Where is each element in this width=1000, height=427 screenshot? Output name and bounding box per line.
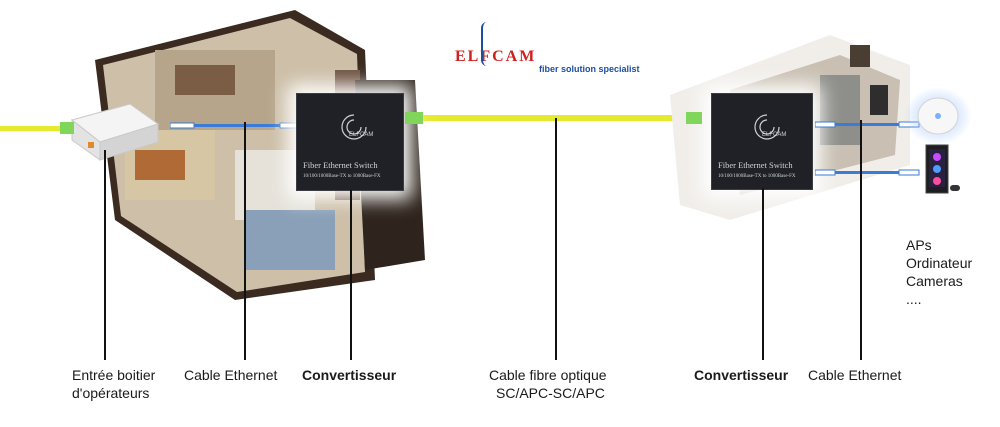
label-converter-left: Convertisseur — [302, 367, 397, 383]
house-left — [95, 10, 465, 300]
fiber-connector-left — [405, 112, 423, 124]
leader-cable-ethernet-left — [244, 122, 246, 360]
computer-icon — [922, 143, 962, 198]
converter-brand: ELFCAM — [762, 132, 787, 138]
label-fiber-cable-line1: Cable fibre optique — [489, 367, 607, 383]
label-cable-ethernet-right: Cable Ethernet — [808, 367, 902, 383]
device-aps: APs — [906, 237, 932, 253]
converter-left: ELFCAM Fiber Ethernet Switch 10/100/1000… — [296, 93, 404, 191]
converter-logo-icon — [341, 114, 367, 140]
converter-right: ELFCAM Fiber Ethernet Switch 10/100/1000… — [711, 93, 813, 190]
leader-converter-left — [350, 190, 352, 360]
device-more: .... — [906, 291, 922, 307]
label-fiber-cable-line2: SC/APC-SC/APC — [496, 385, 605, 401]
access-point-icon — [903, 86, 973, 146]
label-operator-box-line2: d'opérateurs — [72, 385, 150, 401]
logo-tagline: fiber solution specialist — [539, 64, 640, 74]
label-cable-ethernet-left: Cable Ethernet — [184, 367, 278, 383]
fiber-connector-right — [686, 112, 702, 124]
device-cameras: Cameras — [906, 273, 963, 289]
logo-brand: ELFCAM — [455, 48, 537, 65]
ethernet-cable-right-bottom — [814, 164, 920, 176]
fiber-connector-operator — [60, 122, 74, 134]
converter-spec: 10/100/1000Base-TX to 1000Base-FX — [303, 174, 381, 179]
converter-logo-icon — [754, 114, 780, 140]
converter-title: Fiber Ethernet Switch — [718, 160, 793, 170]
leader-fiber-cable — [555, 118, 557, 360]
label-converter-right: Convertisseur — [694, 367, 789, 383]
converter-spec: 10/100/1000Base-TX to 1000Base-FX — [718, 174, 796, 179]
operator-box — [68, 100, 160, 162]
leader-operator-box — [104, 150, 106, 360]
elfcam-logo: ELFCAM fiber solution specialist — [455, 22, 665, 82]
converter-title: Fiber Ethernet Switch — [303, 160, 378, 170]
leader-cable-ethernet-right — [860, 120, 862, 360]
label-operator-box-line1: Entrée boitier — [72, 367, 156, 383]
converter-brand: ELFCAM — [349, 132, 374, 138]
device-ordinateur: Ordinateur — [906, 255, 973, 271]
leader-converter-right — [762, 188, 764, 360]
devices-list: APs Ordinateur Cameras .... — [906, 236, 972, 308]
ethernet-cable-left — [169, 117, 305, 129]
fiber-cable-incoming — [0, 126, 65, 131]
logo-swoosh-icon — [481, 22, 493, 66]
